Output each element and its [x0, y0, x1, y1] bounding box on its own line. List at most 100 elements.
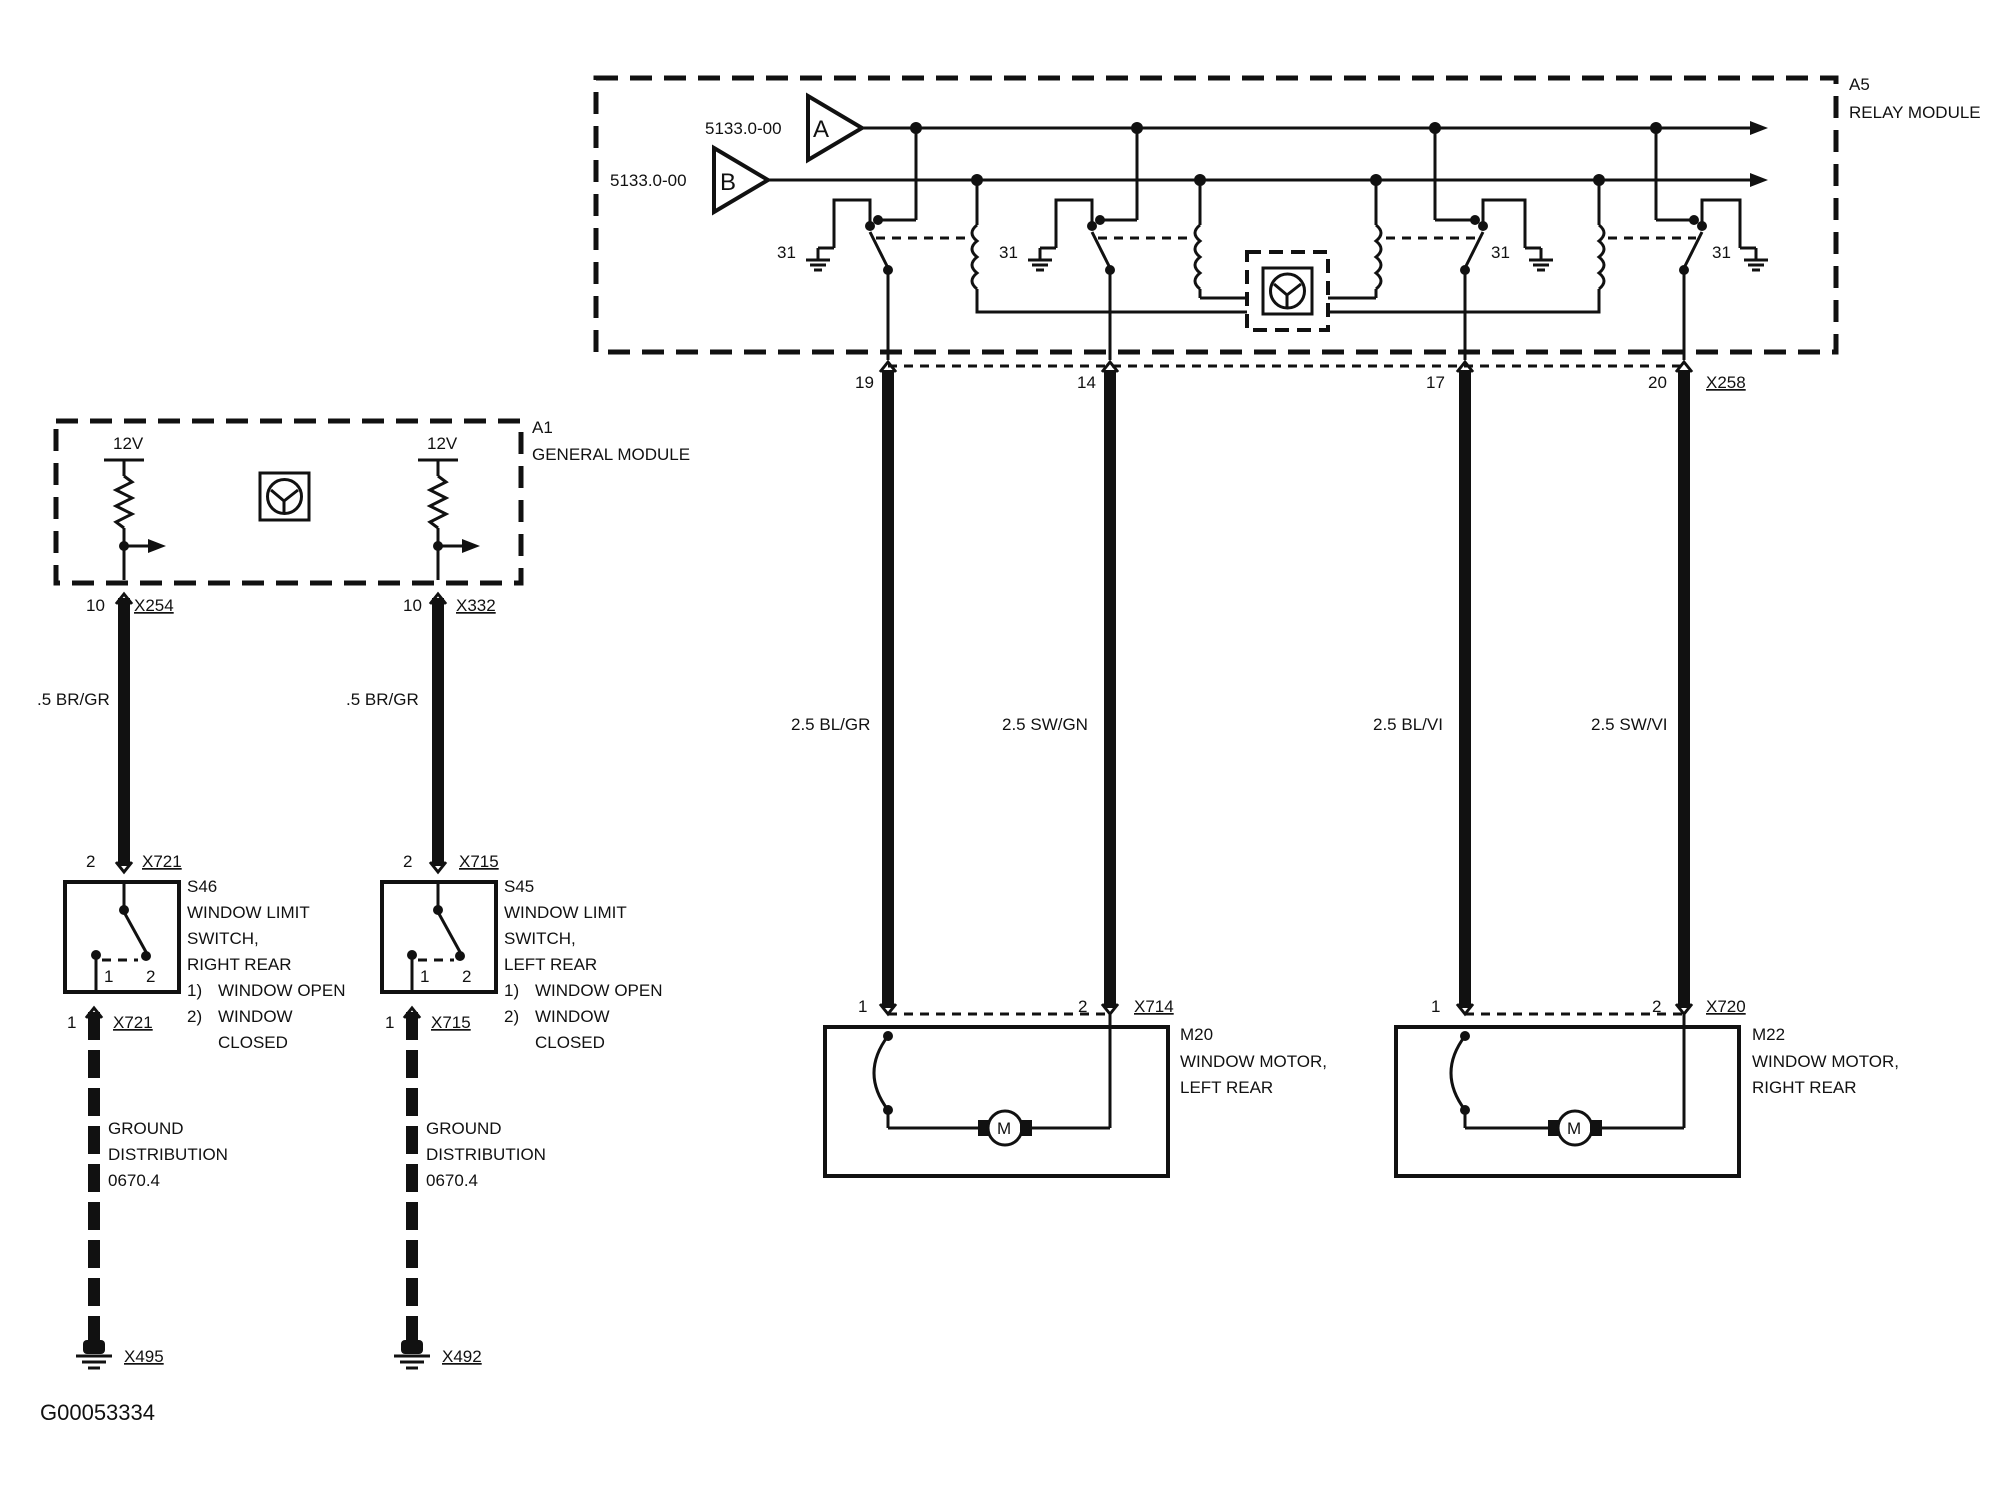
wire-label-bl-vi: 2.5 BL/VI: [1373, 715, 1443, 734]
input-a-letter: A: [813, 116, 829, 143]
relay-ground-label-3: 31: [1491, 243, 1510, 262]
relay-coil-3: [1328, 180, 1383, 300]
wire-label-bl-gr: 2.5 BL/GR: [791, 715, 870, 734]
motor-wires: 2.5 BL/GR 2.5 SW/GN 2.5 BL/VI 2.5 SW/VI: [791, 359, 1694, 1017]
m20-housing: [823, 1025, 1170, 1178]
s45-line1: WINDOW LIMIT: [504, 903, 627, 922]
s46-line2: SWITCH,: [187, 929, 259, 948]
s46-switch-housing: [63, 880, 181, 994]
s46-opt2a: WINDOW: [218, 1007, 293, 1026]
s46-contact-2: 2: [146, 967, 155, 986]
relay-contact-3: [1386, 128, 1527, 360]
s45-opt1-num: 1): [504, 981, 519, 1000]
s45-gnd3: 0670.4: [426, 1171, 478, 1190]
s45-ground-icon: [394, 1340, 430, 1370]
bus-a-arrow: [1750, 121, 1768, 135]
relay-ground-1: 31: [777, 243, 834, 272]
wire-label-sw-vi: 2.5 SW/VI: [1591, 715, 1668, 734]
s46-gnd2: DISTRIBUTION: [108, 1145, 228, 1164]
s45-gnd1: GROUND: [426, 1119, 502, 1138]
relay-pin-20: 20: [1648, 373, 1667, 392]
relay-ground-2: 31: [999, 243, 1056, 272]
motor-m20: 1 2 X714 M M20 WINDOW MOTOR, LEFT REAR: [823, 997, 1327, 1178]
relay-ground-3: 31: [1491, 243, 1553, 272]
s45-contact-2: 2: [462, 967, 471, 986]
wire-label-sw-gn: 2.5 SW/GN: [1002, 715, 1088, 734]
m22-ref: M22: [1752, 1025, 1785, 1044]
supply-label-left: 12V: [113, 434, 144, 453]
general-module-boundary: [53, 418, 524, 586]
s45-pin-top: 10: [403, 596, 422, 615]
m22-pin2: 2: [1652, 997, 1661, 1016]
s45-sw-conn-bottom: X715: [431, 1013, 471, 1032]
m22-pin1: 1: [1431, 997, 1440, 1016]
m20-line2: LEFT REAR: [1180, 1078, 1273, 1097]
s46-ref: S46: [187, 877, 217, 896]
general-module: A1 GENERAL MODULE 12V 12V: [53, 418, 690, 586]
m20-connector: X714: [1134, 997, 1174, 1016]
m20-pin1: 1: [858, 997, 867, 1016]
s45-ground-conn: X492: [442, 1347, 482, 1366]
relay-module: A5 RELAY MODULE A 5133.0-00 B 5133.0-00: [593, 75, 1981, 392]
bus-b-arrow: [1750, 173, 1768, 187]
relay-ground-label-2: 31: [999, 243, 1018, 262]
relay-pin-17: 17: [1426, 373, 1445, 392]
s46-ground-icon: [76, 1340, 112, 1370]
relay-connector-label: X258: [1706, 373, 1746, 392]
s46-line3: RIGHT REAR: [187, 955, 292, 974]
s45-opt2a: WINDOW: [535, 1007, 610, 1026]
m20-ref: M20: [1180, 1025, 1213, 1044]
m22-connector: X720: [1706, 997, 1746, 1016]
relay-pin-14: 14: [1077, 373, 1096, 392]
bus-junctions: [910, 122, 1662, 186]
relay-contact-2: [1054, 128, 1190, 360]
s46-gnd1: GROUND: [108, 1119, 184, 1138]
circuit-s46: 10 X254 .5 BR/GR 2 X721 1 2 S46 WINDOW L…: [37, 591, 346, 1370]
general-electronics-icon: [258, 471, 311, 522]
relay-module-ref: A5: [1849, 75, 1870, 94]
m22-line2: RIGHT REAR: [1752, 1078, 1857, 1097]
s45-gnd2: DISTRIBUTION: [426, 1145, 546, 1164]
relay-module-name: RELAY MODULE: [1849, 103, 1981, 122]
coil-return-left: [975, 289, 1247, 314]
m22-housing: [1394, 1025, 1741, 1178]
relay-contact-1: [832, 128, 972, 360]
m20-line1: WINDOW MOTOR,: [1180, 1052, 1327, 1071]
general-module-name: GENERAL MODULE: [532, 445, 690, 464]
s45-conn-top: X332: [456, 596, 496, 615]
s45-sw-conn-top: X715: [459, 852, 499, 871]
s46-sw-conn-top: X721: [142, 852, 182, 871]
s46-gnd3: 0670.4: [108, 1171, 160, 1190]
s45-opt2-num: 2): [504, 1007, 519, 1026]
relay-electronics-icon: [1245, 250, 1330, 332]
s46-contact-1: 1: [104, 967, 113, 986]
m22-motor-letter: M: [1567, 1119, 1581, 1138]
s46-sw-pin-bottom: 1: [67, 1013, 76, 1032]
m20-motor-letter: M: [997, 1119, 1011, 1138]
coil-return-right: [1328, 289, 1601, 314]
s46-ground-conn: X495: [124, 1347, 164, 1366]
relay-coil-2: [1193, 180, 1247, 300]
s45-opt1: WINDOW OPEN: [535, 981, 663, 1000]
motor-m22: 1 2 X720 M M22 WINDOW MOTOR, RIGHT REAR: [1394, 997, 1899, 1178]
s45-wire-label: .5 BR/GR: [346, 690, 419, 709]
input-b-triangle: [712, 144, 772, 216]
s46-wire-label: .5 BR/GR: [37, 690, 110, 709]
s45-sw-pin-top: 2: [403, 852, 412, 871]
m22-line1: WINDOW MOTOR,: [1752, 1052, 1899, 1071]
s46-opt1-num: 1): [187, 981, 202, 1000]
s45-line2: SWITCH,: [504, 929, 576, 948]
s46-opt2b: CLOSED: [218, 1033, 288, 1052]
s45-opt2b: CLOSED: [535, 1033, 605, 1052]
input-b-letter: B: [720, 169, 736, 196]
pullup-left: 12V: [104, 434, 166, 580]
s46-conn-top: X254: [134, 596, 174, 615]
relay-ground-4: 31: [1712, 243, 1768, 272]
circuit-s45: 10 X332 .5 BR/GR 2 X715 1 2 S45 WINDOW L…: [346, 591, 663, 1370]
s45-sw-pin-bottom: 1: [385, 1013, 394, 1032]
input-a-ref: 5133.0-00: [705, 119, 782, 138]
s45-contact-1: 1: [420, 967, 429, 986]
relay-ground-label-4: 31: [1712, 243, 1731, 262]
s45-ref: S45: [504, 877, 534, 896]
